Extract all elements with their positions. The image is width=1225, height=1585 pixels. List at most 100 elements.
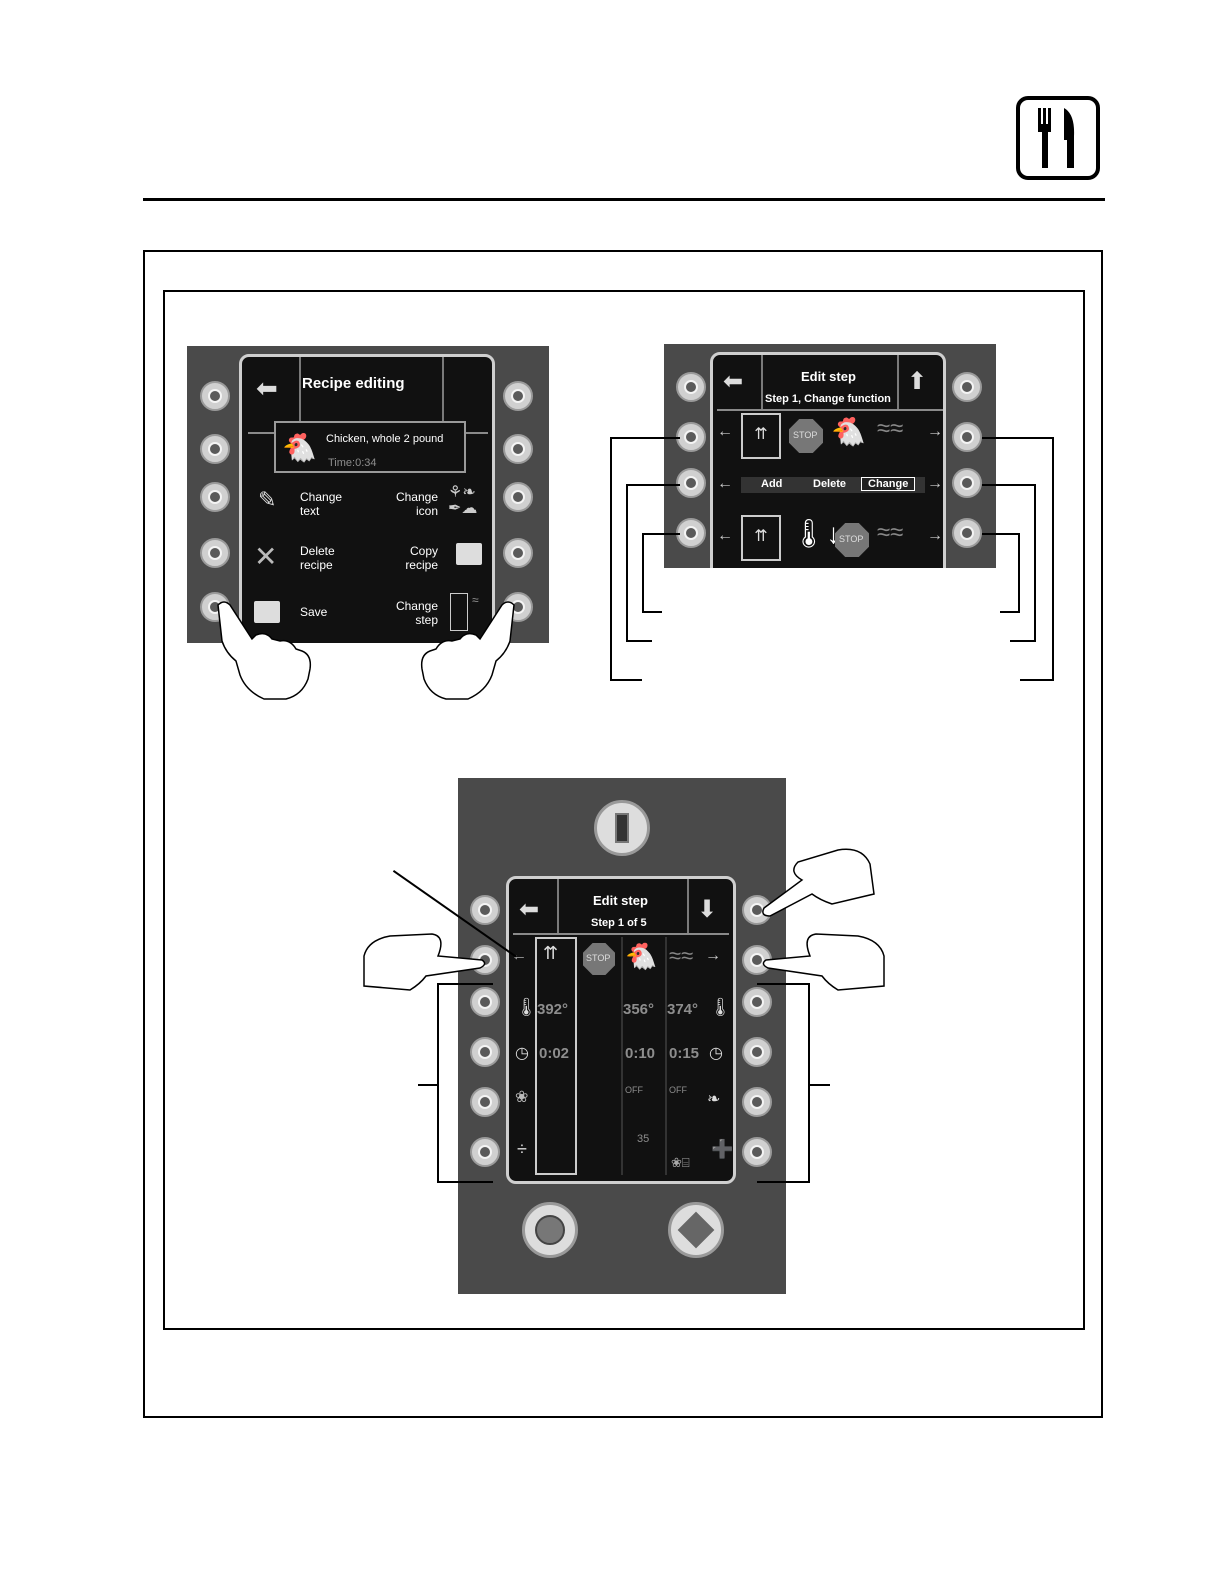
right-button-1[interactable]: [952, 372, 982, 402]
down-arrow-icon[interactable]: ⬇: [697, 896, 718, 923]
stop-label: STOP: [839, 534, 864, 544]
left-button-1[interactable]: [200, 381, 230, 411]
right-button-4[interactable]: [742, 1037, 772, 1067]
right-button-3[interactable]: [742, 987, 772, 1017]
add-action[interactable]: Add: [761, 478, 783, 490]
divide-icon[interactable]: ÷: [517, 1139, 527, 1159]
selected-step-column[interactable]: [535, 937, 577, 1175]
stop-icon[interactable]: [583, 943, 615, 975]
back-arrow-icon[interactable]: ⬅: [519, 896, 540, 923]
control-panel: ⬅ ⬇ Edit step Step 1 of 5 ← → ⇈ STOP 🐔 ≈…: [458, 778, 786, 1294]
pen-icon: ✎: [258, 487, 277, 512]
edit-step-function-screen: ⬅ ⬆ Edit step Step 1, Change function ← …: [710, 352, 946, 568]
callout-line: [982, 484, 1036, 642]
delete-x-icon: ✕: [254, 541, 278, 572]
change-text-label-1: Change: [300, 490, 343, 504]
meat-probe-icon: ❧: [707, 1091, 721, 1108]
left-button-4[interactable]: [200, 538, 230, 568]
step-number: 35: [637, 1133, 650, 1145]
thermometer-down-icon[interactable]: 🌡↓: [791, 518, 841, 549]
up-arrow-icon[interactable]: ⬆: [907, 368, 928, 395]
change-step-label-1: Change: [395, 599, 438, 613]
callout-line: [1010, 640, 1036, 642]
bracket-tick: [810, 1084, 830, 1086]
callout-line: [626, 640, 652, 642]
heat-up-icon[interactable]: ⇈: [741, 413, 781, 459]
right-button-4[interactable]: [952, 518, 982, 548]
fan-icon: ❀: [515, 1089, 529, 1106]
steam-thumbnail-icon: ≈: [472, 593, 479, 607]
power-icon: [615, 813, 629, 843]
chicken-icon[interactable]: 🐔: [625, 941, 658, 971]
right-button-3[interactable]: [952, 468, 982, 498]
left-button-3[interactable]: [470, 987, 500, 1017]
callout-line: [1020, 679, 1054, 681]
clock-icon: ◷: [515, 1045, 529, 1062]
right-button-1[interactable]: [503, 381, 533, 411]
steam-wave-icon[interactable]: ≈≈: [877, 519, 904, 546]
stop-icon[interactable]: [835, 523, 869, 557]
figure-outer-frame: [143, 250, 1103, 1418]
left-button-4[interactable]: [470, 1037, 500, 1067]
right-button-3[interactable]: [503, 482, 533, 512]
recipe-name: Chicken, whole 2 pound: [326, 433, 444, 445]
callout-line: [982, 533, 1020, 613]
power-button[interactable]: [594, 800, 650, 856]
right-button-2[interactable]: [503, 434, 533, 464]
left-button-5[interactable]: [470, 1087, 500, 1117]
chicken-icon[interactable]: 🐔: [831, 416, 866, 447]
right-button-5[interactable]: [742, 1087, 772, 1117]
left-button-2[interactable]: [676, 422, 706, 452]
left-button-3[interactable]: [676, 468, 706, 498]
callout-line: [1000, 611, 1020, 613]
left-button-4[interactable]: [676, 518, 706, 548]
back-arrow-icon[interactable]: ⬅: [256, 373, 278, 403]
figure-inner-frame: [163, 290, 1085, 1330]
fan-rack-icon: ❀⌸: [671, 1155, 690, 1170]
step-thumbnail-icon: [450, 593, 468, 631]
plus-icon[interactable]: ➕: [711, 1139, 734, 1159]
recipe-editing-panel: ⬅ Recipe editing 🐔 Chicken, whole 2 poun…: [187, 346, 549, 643]
delete-recipe-label-1: Delete: [300, 544, 335, 558]
bracket-right: [757, 983, 810, 1183]
right-arrow-icon: →: [927, 475, 943, 492]
callout-line: [626, 484, 680, 642]
screen-title: Edit step: [801, 369, 856, 384]
stop-label: STOP: [793, 430, 818, 440]
right-arrow-icon: →: [705, 947, 721, 964]
back-arrow-icon[interactable]: ⬅: [723, 368, 744, 395]
change-icon-label-2: icon: [415, 504, 438, 518]
steam-wave-icon[interactable]: ≈≈: [669, 943, 694, 968]
left-arrow-icon: ←: [717, 527, 733, 544]
left-button-1[interactable]: [470, 895, 500, 925]
left-button-3[interactable]: [200, 482, 230, 512]
left-arrow-icon: ←: [511, 947, 527, 964]
edit-step-function-panel: ⬅ ⬆ Edit step Step 1, Change function ← …: [664, 344, 996, 568]
clean-button[interactable]: [522, 1202, 578, 1258]
copy-recipe-label-1: Copy: [409, 544, 438, 558]
screen-subtitle: Step 1 of 5: [591, 917, 647, 929]
heat-up-icon: ⇈: [543, 943, 559, 963]
thermometer-icon: 🌡: [515, 997, 538, 1017]
right-button-2[interactable]: [952, 422, 982, 452]
change-action[interactable]: Change: [861, 477, 916, 491]
screen-title: Edit step: [593, 893, 648, 908]
left-button-2[interactable]: [200, 434, 230, 464]
delete-recipe-label-2: recipe: [300, 558, 333, 572]
start-button[interactable]: [668, 1202, 724, 1258]
left-button-1[interactable]: [676, 372, 706, 402]
recipe-card[interactable]: 🐔 Chicken, whole 2 pound Time:0:34: [274, 421, 466, 473]
time-1: 0:02: [539, 1045, 570, 1062]
stop-icon[interactable]: [789, 419, 823, 453]
heat-up-icon[interactable]: ⇈: [741, 515, 781, 561]
right-button-6[interactable]: [742, 1137, 772, 1167]
recipe-editing-screen: ⬅ Recipe editing 🐔 Chicken, whole 2 poun…: [239, 354, 495, 643]
left-button-6[interactable]: [470, 1137, 500, 1167]
change-step-label-2: step: [415, 613, 438, 627]
steam-wave-icon[interactable]: ≈≈: [877, 415, 904, 442]
header-rule: [143, 198, 1105, 201]
delete-action[interactable]: Delete: [813, 478, 847, 490]
right-button-4[interactable]: [503, 538, 533, 568]
start-icon: [677, 1211, 715, 1249]
right-arrow-icon: →: [927, 527, 943, 544]
